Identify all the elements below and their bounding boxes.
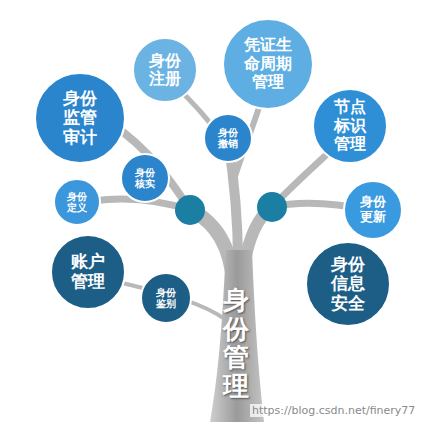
node-label: 账户 管理 (71, 252, 105, 291)
circle-shape (313, 89, 387, 163)
node-label: 身份 更新 (360, 195, 386, 225)
circle-shape (133, 38, 197, 102)
circle-shape (223, 19, 313, 109)
node-label: 身份 信息 安全 (331, 255, 365, 314)
node-circle: 身份 更新 (343, 180, 403, 240)
node-circle: 身份 核实 (120, 153, 170, 203)
node-circle: 身份 定义 (53, 178, 101, 226)
node-label: 身份 撤销 (218, 127, 238, 150)
circle-shape (35, 73, 125, 163)
node-circle: 身份 监管 审计 (34, 72, 126, 164)
circle-shape (141, 273, 191, 323)
node-circle: 节点 标识 管理 (312, 88, 388, 164)
node-label: 身份 鉴别 (156, 287, 176, 310)
node-circle: 身份 信息 安全 (305, 241, 391, 327)
circle-shape (204, 114, 252, 162)
branch (112, 124, 190, 210)
node-label: 身份 监管 审计 (63, 89, 97, 148)
node-label: 身份 注册 (149, 52, 181, 89)
node-circle: 身份 鉴别 (140, 272, 192, 324)
circle-shape (121, 154, 169, 202)
circle-shape (54, 179, 100, 225)
trunk-title: 身份管理 (223, 286, 249, 400)
watermark: https://blog.csdn.net/finery77 (250, 404, 417, 417)
node-circle: 身份 撤销 (203, 113, 253, 163)
node-circle: 账户 管理 (50, 234, 126, 310)
node-label: 凭证生 命周期 管理 (244, 36, 292, 91)
circle-shape (344, 181, 402, 239)
node-label: 节点 标识 管理 (334, 98, 366, 153)
tree-trunk (210, 250, 264, 422)
branch-knot (257, 192, 287, 222)
node-label: 身份 定义 (67, 191, 87, 214)
node-circle: 身份 注册 (132, 37, 198, 103)
node-label: 身份 核实 (135, 167, 155, 190)
circle-shape (306, 242, 390, 326)
circle-shape (51, 235, 125, 309)
node-circle: 凭证生 命周期 管理 (222, 18, 314, 110)
branch-knot (175, 195, 205, 225)
